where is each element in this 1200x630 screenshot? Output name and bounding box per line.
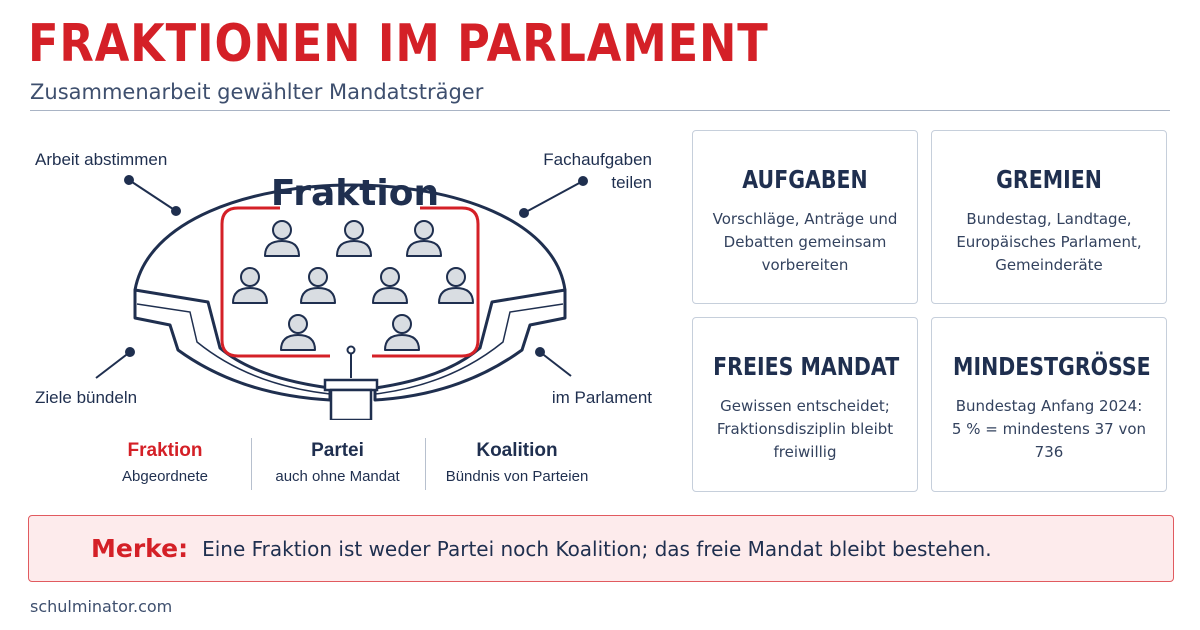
card-aufgaben-text: Vorschläge, Anträge und Debatten gemeins… bbox=[712, 210, 898, 274]
page-title: FRAKTIONEN IM PARLAMENT bbox=[28, 14, 769, 74]
member-person-icon bbox=[406, 220, 442, 257]
parliament-diagram: Fraktion bbox=[95, 173, 588, 420]
member-person-icon bbox=[232, 267, 268, 304]
member-person-icon bbox=[384, 314, 420, 351]
card-mindestgroesse-title: MINDESTGRÖSSE bbox=[953, 352, 1151, 381]
callout-teilen: teilen bbox=[611, 173, 652, 192]
card-mindestgroesse-text: Bundestag Anfang 2024: 5 % = mindestens … bbox=[951, 397, 1147, 461]
card-gremien: GREMIEN Bundestag, Landtage, Europäische… bbox=[931, 130, 1167, 304]
card-freies-mandat-text: Gewissen entscheidet; Fraktionsdisziplin… bbox=[716, 397, 894, 461]
card-mindestgroesse: MINDESTGRÖSSE Bundestag Anfang 2024: 5 %… bbox=[931, 317, 1167, 492]
card-aufgaben-title: AUFGABEN bbox=[742, 165, 868, 194]
lectern bbox=[329, 388, 373, 420]
card-freies-mandat-title: FREIES MANDAT bbox=[713, 352, 900, 381]
header-divider bbox=[30, 110, 1170, 111]
callout-arbeit-abstimmen: Arbeit abstimmen bbox=[35, 150, 168, 169]
member-person-icon bbox=[438, 267, 474, 304]
compare-partei-subtitle: auch ohne Mandat bbox=[275, 468, 400, 485]
compare-koalition-subtitle: Bündnis von Parteien bbox=[445, 468, 589, 485]
member-person-icon bbox=[264, 220, 300, 257]
compare-partei: Partei auch ohne Mandat bbox=[255, 440, 420, 485]
compare-partei-title: Partei bbox=[311, 440, 364, 461]
callout-fachaufgaben: Fachaufgaben bbox=[543, 150, 652, 169]
source-credit: schulminator.com bbox=[30, 597, 173, 616]
compare-separator bbox=[425, 438, 426, 490]
card-gremien-text: Bundestag, Landtage, Europäisches Parlam… bbox=[956, 210, 1142, 274]
note-label: Merke: bbox=[91, 534, 189, 563]
callout-line-top-right bbox=[523, 180, 584, 214]
card-gremien-title: GREMIEN bbox=[996, 165, 1102, 194]
callout-line-top-left bbox=[128, 179, 177, 212]
compare-fraktion-subtitle: Abgeordnete bbox=[122, 468, 208, 485]
seating-wing-right bbox=[373, 288, 567, 402]
parliament-dome bbox=[133, 183, 567, 291]
lectern-top bbox=[323, 378, 379, 392]
callout-ziele-buendeln: Ziele bündeln bbox=[35, 388, 138, 407]
note-box: Merke: Eine Fraktion ist weder Partei no… bbox=[28, 515, 1174, 582]
callout-im-parlament: im Parlament bbox=[551, 388, 652, 407]
fraction-bracket bbox=[220, 206, 480, 358]
compare-koalition-title: Koalition bbox=[476, 440, 558, 461]
compare-fraktion-title: Fraktion bbox=[127, 440, 203, 461]
member-person-icon bbox=[300, 267, 336, 304]
member-person-icon bbox=[372, 267, 408, 304]
fraction-center-label: Fraktion bbox=[271, 173, 439, 214]
callout-line-bottom-left bbox=[95, 351, 131, 379]
member-group bbox=[232, 220, 474, 351]
member-person-icon bbox=[280, 314, 316, 351]
compare-separator bbox=[251, 438, 252, 490]
compare-fraktion: Fraktion Abgeordnete bbox=[90, 440, 240, 485]
callout-line-bottom-right bbox=[539, 351, 572, 377]
member-person-icon bbox=[336, 220, 372, 257]
note-text: Eine Fraktion ist weder Partei noch Koal… bbox=[202, 536, 992, 561]
card-aufgaben: AUFGABEN Vorschläge, Anträge und Debatte… bbox=[692, 130, 918, 304]
page-subtitle: Zusammenarbeit gewählter Mandatsträger bbox=[30, 80, 484, 104]
compare-koalition: Koalition Bündnis von Parteien bbox=[432, 440, 602, 485]
card-freies-mandat: FREIES MANDAT Gewissen entscheidet; Frak… bbox=[692, 317, 918, 492]
